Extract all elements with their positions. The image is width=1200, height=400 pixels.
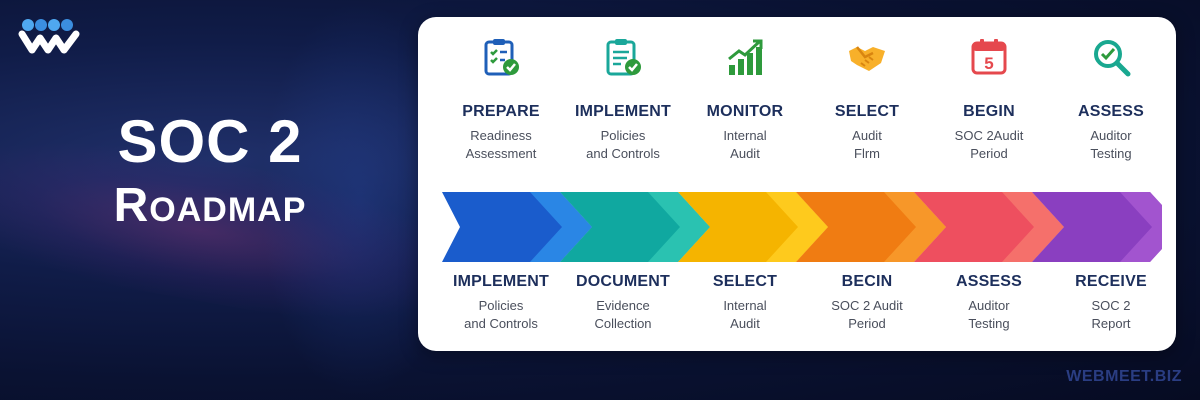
arrow-segment-2: [560, 192, 710, 262]
top-step-line1: Internal: [723, 128, 767, 143]
calendar-icon: 5: [971, 39, 1007, 75]
magnifier-check-icon: [1094, 40, 1131, 77]
top-step-label: MONITOR: [706, 103, 784, 120]
top-step-label: IMPLEMENT: [574, 103, 672, 120]
top-step-line1: Readiness: [470, 128, 532, 143]
bottom-step-label: IMPLEMENT: [452, 273, 550, 290]
top-step-line2: Flrm: [854, 146, 880, 161]
top-step-line2: Assessment: [465, 146, 537, 161]
top-step-line1: Audit: [852, 128, 882, 143]
hero-heading: SOC 2 Roadmap: [30, 108, 390, 236]
bottom-step-line2: Period: [848, 316, 886, 331]
hero-subtitle: Roadmap: [113, 179, 307, 232]
document-check-icon: [606, 39, 641, 76]
bottom-step-line1: SOC 2: [1091, 298, 1131, 313]
bottom-step-line2: Report: [1091, 316, 1131, 331]
arrow-segment-4: [796, 192, 946, 262]
arrow-segment-3: [678, 192, 828, 262]
arrow-segment-1: [442, 192, 592, 262]
top-step-line1: Policies: [600, 128, 646, 143]
calendar-day: 5: [984, 54, 993, 73]
hero-title: SOC 2: [117, 108, 303, 175]
bottom-step-line1: Evidence: [596, 298, 650, 313]
bottom-step-line2: Testing: [968, 316, 1010, 331]
bottom-step-label: RECEIVE: [1075, 273, 1147, 290]
bottom-step-label: DOCUMENT: [575, 273, 671, 290]
bottom-step-line1: Internal: [723, 298, 767, 313]
bottom-step-line1: SOC 2 Audit: [831, 298, 903, 313]
bottom-step-label: BECIN: [841, 273, 893, 290]
top-step-label: SELECT: [834, 103, 900, 120]
webmeet-logo-icon: [18, 19, 80, 54]
bottom-step-label: ASSESS: [955, 273, 1023, 290]
top-step-line2: Audit: [730, 146, 760, 161]
top-step-label: BEGIN: [963, 103, 1015, 120]
arrow-segment-6: [1032, 192, 1162, 262]
bottom-step-line1: Auditor: [968, 298, 1010, 313]
bottom-step-line2: Collection: [594, 316, 652, 331]
bottom-step-label: SELECT: [712, 273, 778, 290]
bottom-step-line2: and Controls: [464, 316, 538, 331]
bottom-step-line1: Policies: [478, 298, 524, 313]
top-step-line2: Testing: [1090, 146, 1132, 161]
roadmap-arrow-band: [442, 192, 1162, 262]
watermark: WEBMEET.BIZ: [1066, 368, 1182, 385]
growth-chart-icon: [728, 39, 763, 75]
bottom-step-line2: Audit: [730, 316, 760, 331]
top-step-line1: Auditor: [1090, 128, 1132, 143]
roadmap-card: PREPARE Readiness Assessment IMPLEMENT P…: [418, 17, 1176, 351]
arrow-segment-5: [914, 192, 1064, 262]
top-step-line2: and Controls: [586, 146, 660, 161]
top-step-line1: SOC 2Audit: [954, 128, 1024, 143]
top-step-label: PREPARE: [462, 103, 540, 120]
top-step-line2: Period: [970, 146, 1008, 161]
handshake-icon: [849, 46, 885, 71]
clipboard-check-icon: [484, 39, 519, 76]
top-step-label: ASSESS: [1077, 103, 1145, 120]
